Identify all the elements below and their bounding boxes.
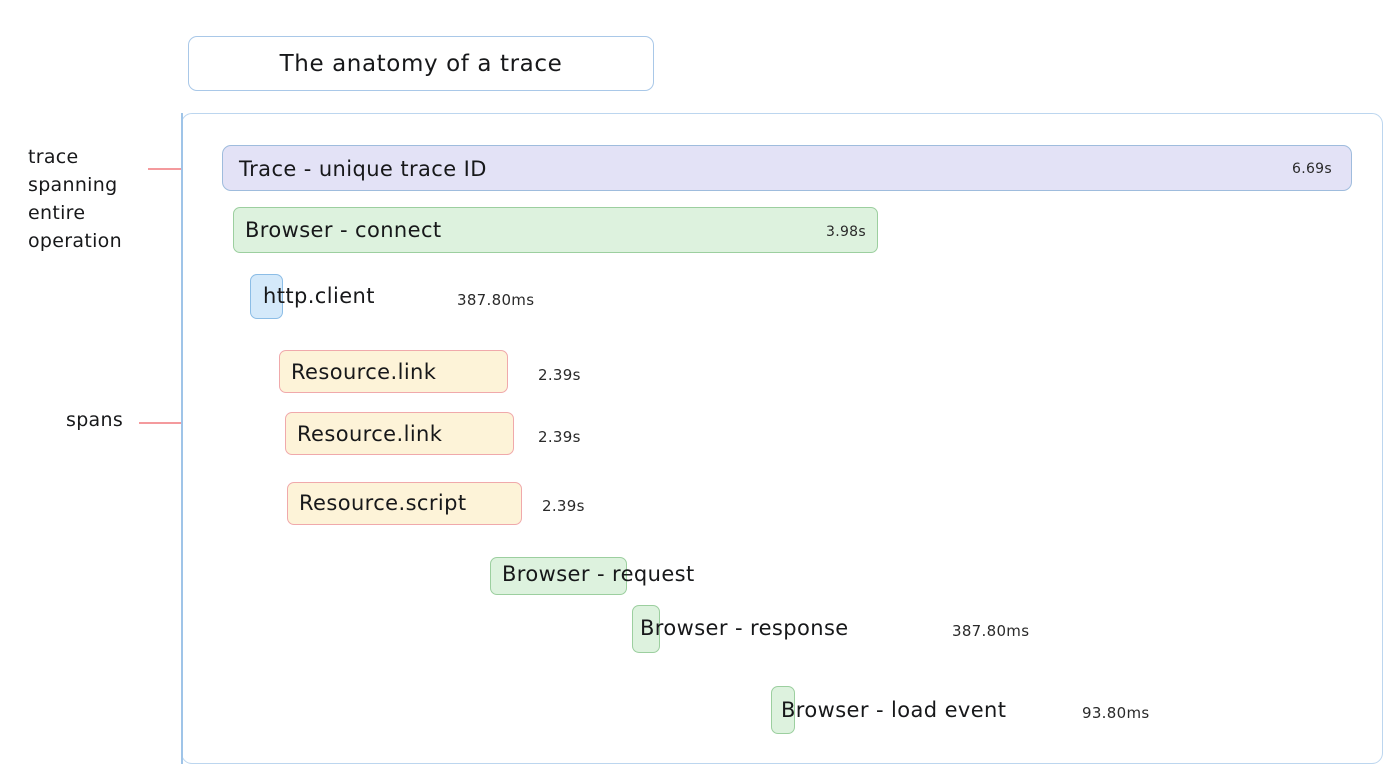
span-duration-resource-script: 2.39s (542, 497, 585, 515)
span-duration-resource-link-2: 2.39s (538, 428, 581, 446)
span-bar-browser-request[interactable] (490, 557, 627, 595)
span-label-browser-load-event: Browser - load event (781, 698, 1007, 722)
span-label-browser-response: Browser - response (640, 616, 849, 640)
span-label-http-client: http.client (263, 284, 375, 308)
trace-annotation-leader-line (148, 168, 210, 170)
diagram-title-box: The anatomy of a trace (188, 36, 654, 91)
span-label-browser-connect: Browser - connect (245, 218, 442, 242)
span-label-trace-root: Trace - unique trace ID (239, 157, 487, 181)
span-duration-browser-response: 387.80ms (952, 622, 1030, 640)
span-bar-browser-connect[interactable] (233, 207, 878, 253)
span-duration-browser-connect: 3.98s (826, 224, 866, 240)
container-left-edge (181, 113, 183, 764)
span-duration-trace-root: 6.69s (1292, 161, 1332, 177)
spans-annotation-label: spans (66, 409, 124, 431)
span-label-resource-link-1: Resource.link (291, 360, 437, 384)
span-label-resource-link-2: Resource.link (297, 422, 443, 446)
span-duration-http-client: 387.80ms (457, 291, 535, 309)
span-label-browser-request: Browser - request (502, 562, 695, 586)
span-bar-browser-load-event[interactable] (771, 686, 795, 734)
span-bar-trace-root[interactable] (222, 145, 1352, 191)
span-label-resource-script: Resource.script (299, 491, 467, 515)
span-bar-http-client[interactable] (250, 274, 283, 319)
spans-annotation-leader-line (139, 422, 211, 424)
page-title: The anatomy of a trace (279, 50, 563, 77)
span-bar-resource-link-2[interactable] (285, 412, 514, 455)
span-bar-resource-script[interactable] (287, 482, 522, 525)
span-bar-browser-response[interactable] (632, 605, 660, 653)
span-duration-browser-load-event: 93.80ms (1082, 704, 1150, 722)
span-bar-resource-link-1[interactable] (279, 350, 508, 393)
trace-annotation-label: trace spanning entire operation (28, 146, 122, 252)
span-duration-resource-link-1: 2.39s (538, 366, 581, 384)
